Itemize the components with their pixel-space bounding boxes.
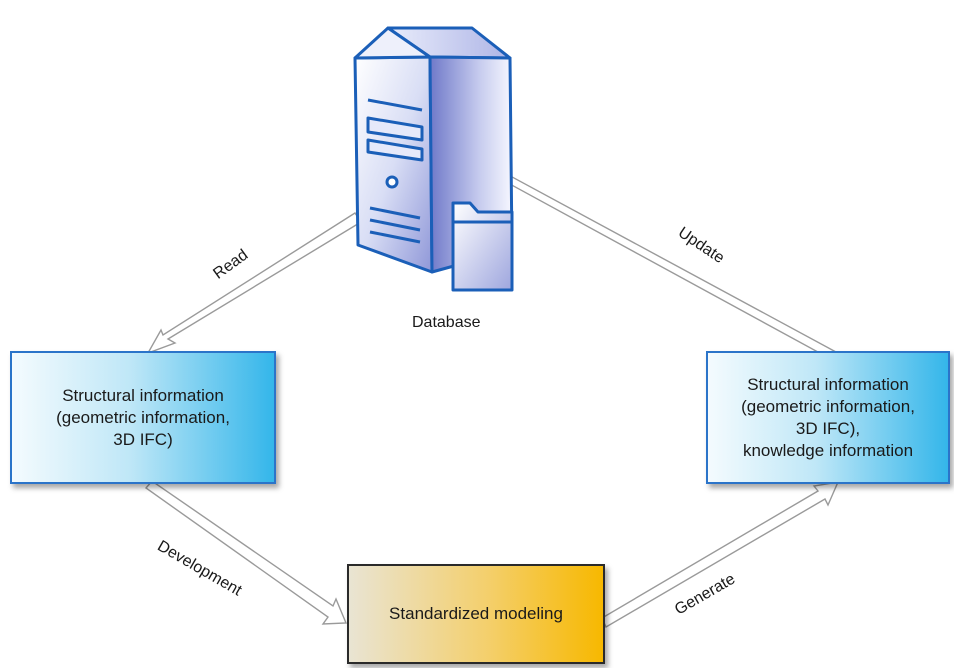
right-info-box: Structural information (geometric inform… xyxy=(706,351,950,484)
left-line-2: (geometric information, xyxy=(56,407,230,427)
right-line-1: Structural information xyxy=(747,374,909,394)
standardized-modeling-box: Standardized modeling xyxy=(347,564,605,664)
left-line-3: 3D IFC) xyxy=(113,429,173,449)
arrow-development xyxy=(144,480,348,625)
left-line-1: Structural information xyxy=(62,385,224,405)
right-line-3: 3D IFC), xyxy=(795,418,861,438)
right-line-2: (geometric information, xyxy=(741,396,915,416)
database-label: Database xyxy=(412,314,481,331)
arrow-read xyxy=(146,212,362,355)
bottom-label: Standardized modeling xyxy=(389,604,563,623)
left-info-box: Structural information (geometric inform… xyxy=(10,351,276,484)
right-line-4: knowledge information xyxy=(742,440,914,460)
arrow-generate xyxy=(601,481,840,628)
server-database-icon xyxy=(353,26,514,292)
